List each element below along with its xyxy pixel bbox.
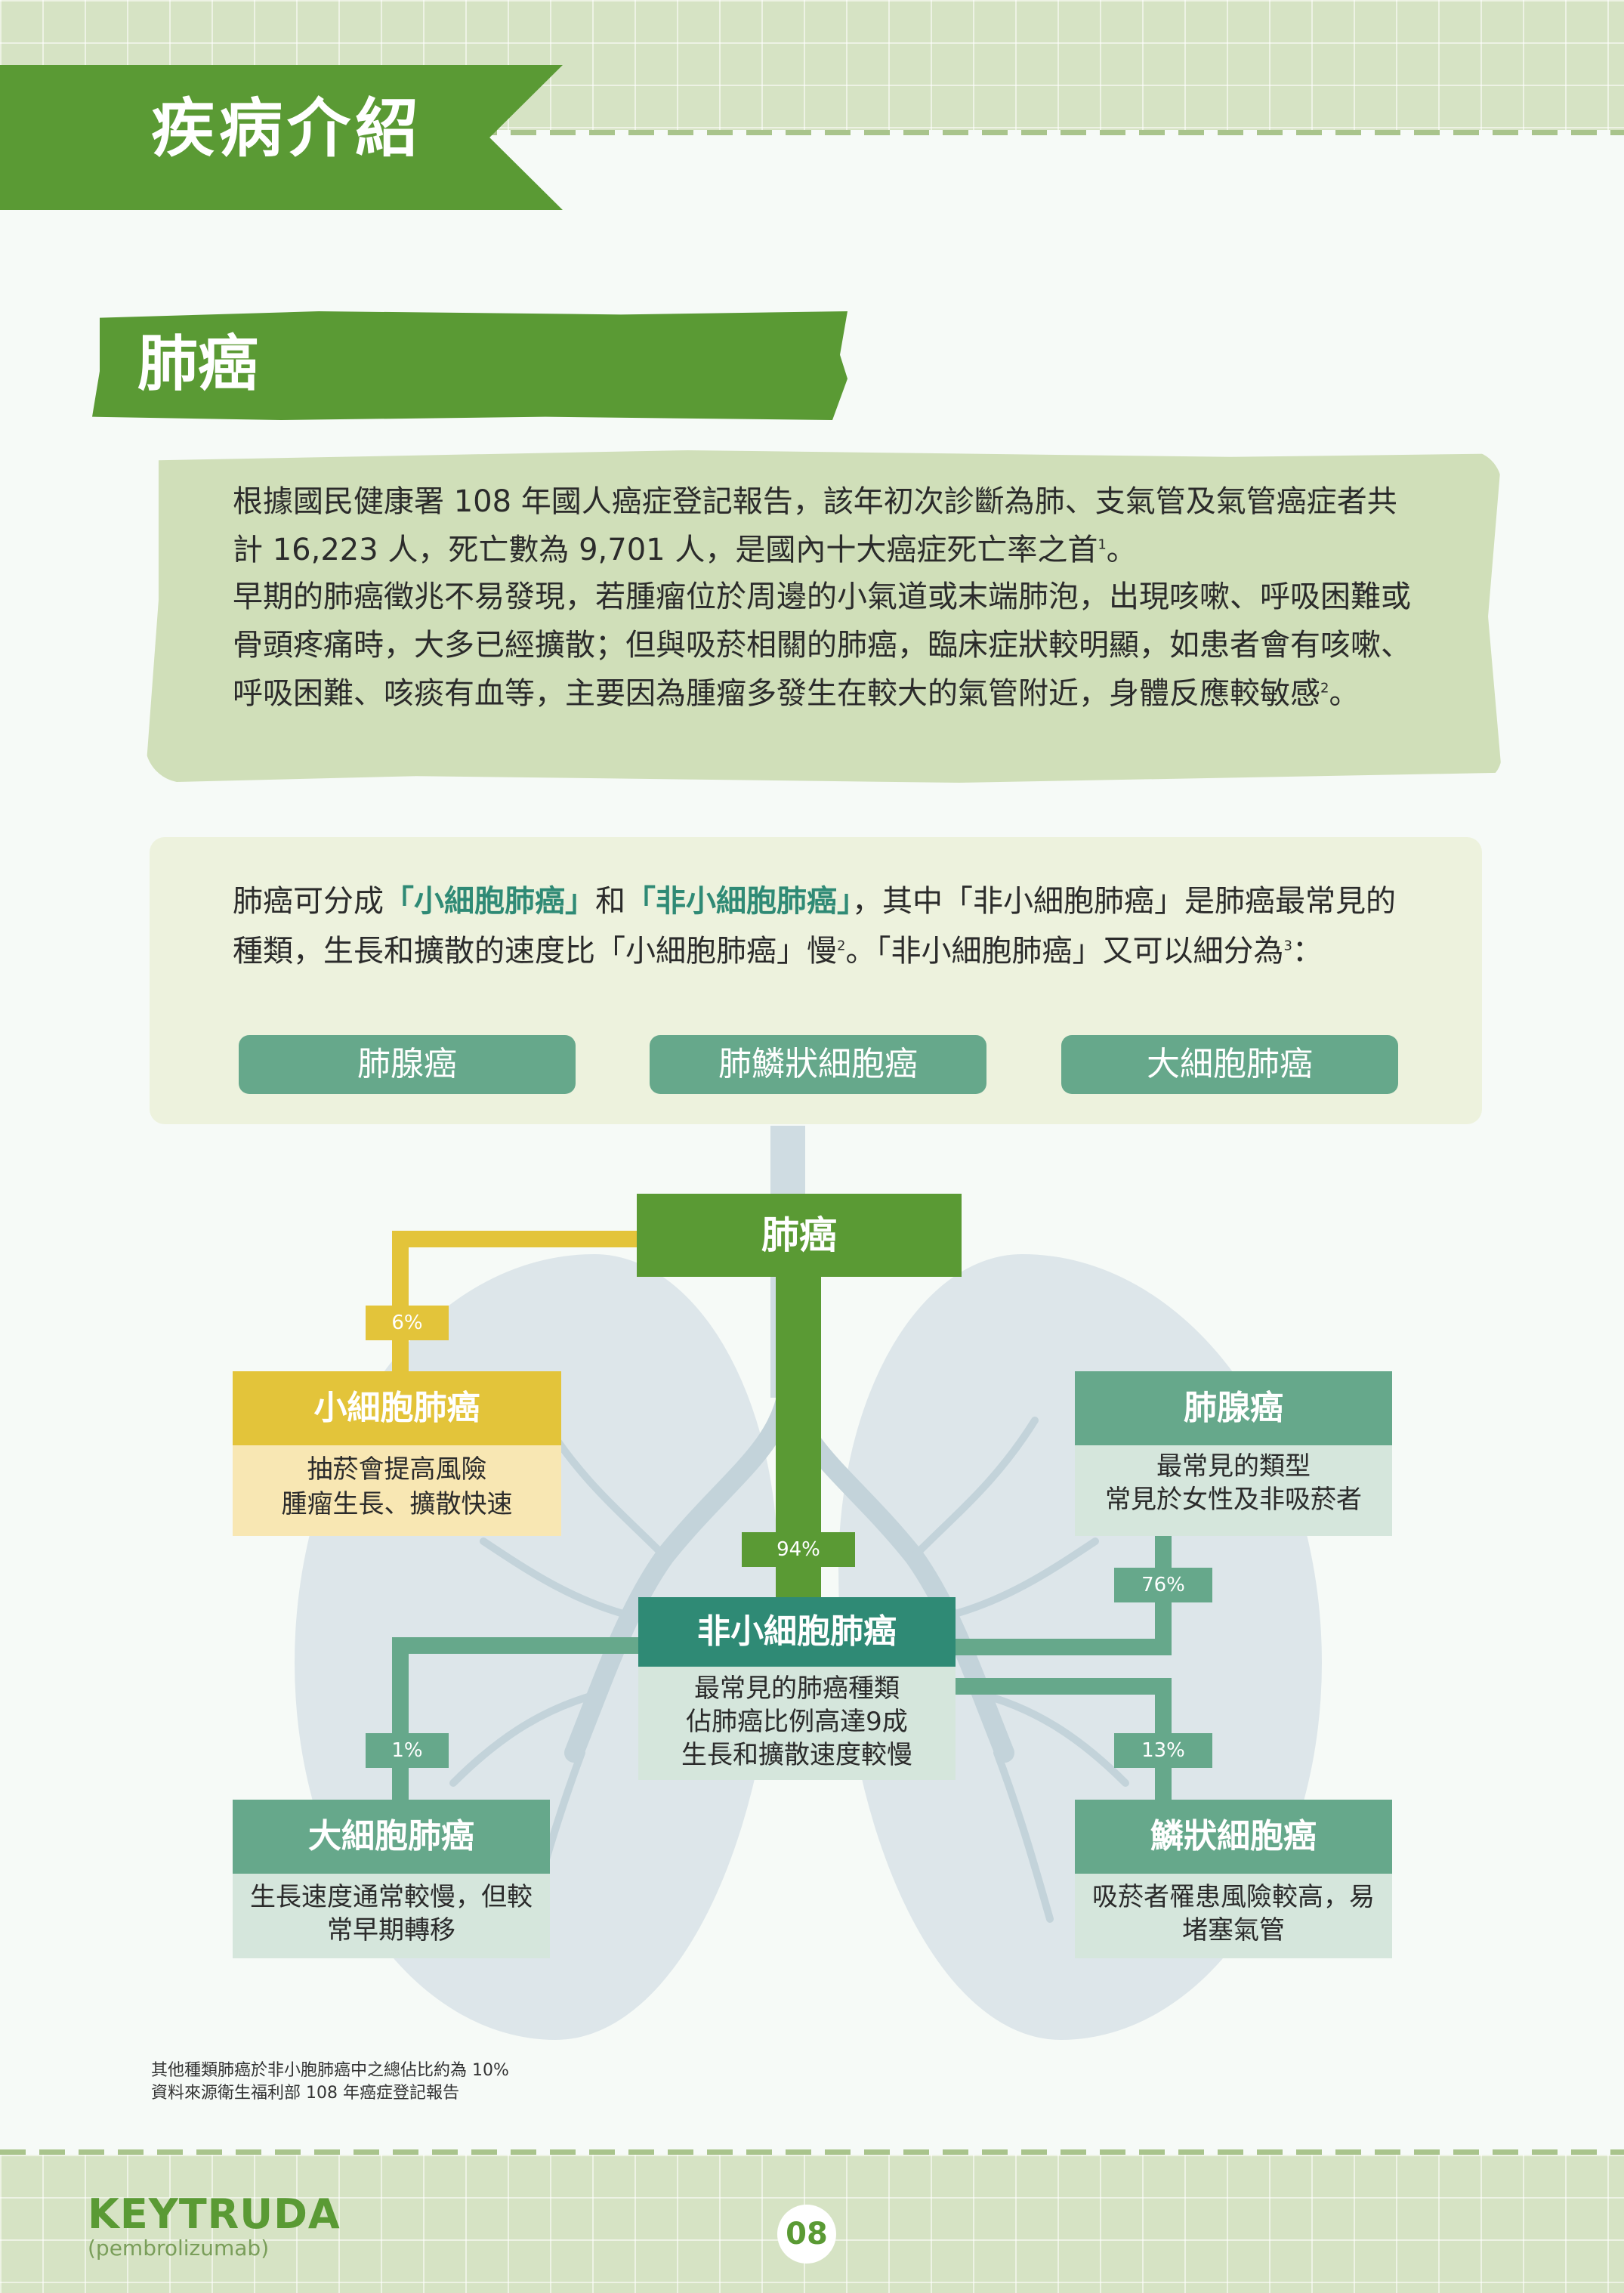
type-pill-large-cell: 大細胞肺癌 xyxy=(1061,1035,1398,1094)
large-cell-desc-line-2: 常早期轉移 xyxy=(327,1915,455,1945)
intro-p1-ref: 1 xyxy=(1098,536,1107,553)
type-pill-squamous: 肺鱗狀細胞癌 xyxy=(650,1035,986,1094)
nsclc-desc-line-1: 最常見的肺癌種類 xyxy=(694,1673,900,1704)
footnote-2: 資料來源衛生福利部 108 年癌症登記報告 xyxy=(151,2084,459,2103)
adeno-percentage: 76% xyxy=(1114,1568,1212,1602)
types-paragraph: 肺癌可分成「小細胞肺癌」和「非小細胞肺癌」，其中「非小細胞肺癌」是肺癌最常見的種… xyxy=(233,876,1411,976)
sclc-desc-line-2: 腫瘤生長、擴散快速 xyxy=(281,1489,513,1519)
header-banner xyxy=(0,65,563,210)
adeno-desc-line-2: 常見於女性及非吸菸者 xyxy=(1105,1485,1362,1515)
type-pill-adenocarcinoma: 肺腺癌 xyxy=(239,1035,576,1094)
types-text-a: 肺癌可分成 xyxy=(233,884,384,919)
squamous-title: 鱗狀細胞癌 xyxy=(1075,1800,1392,1874)
sclc-percentage: 6% xyxy=(366,1306,449,1340)
intro-p2-text: 早期的肺癌徵兆不易發現，若腫瘤位於周邊的小氣道或末端肺泡，出現咳嗽、呼吸困難或骨… xyxy=(233,579,1411,711)
types-text-c: ，其中「非小細胞肺癌」是肺癌最常見的種類，生長和擴散的速度比「小細胞肺癌」慢 xyxy=(233,884,1396,969)
intro-paragraph-2: 早期的肺癌徵兆不易發現，若腫瘤位於周邊的小氣道或末端肺泡，出現咳嗽、呼吸困難或骨… xyxy=(233,573,1411,718)
intro-p2-end: 。 xyxy=(1329,676,1360,711)
types-ref-1: 2 xyxy=(837,938,846,954)
bottom-dash-line xyxy=(0,2149,1624,2155)
header-title: 疾病介紹 xyxy=(151,91,424,165)
nsclc-desc-line-3: 生長和擴散速度較慢 xyxy=(681,1740,912,1770)
squamous-percentage: 13% xyxy=(1114,1733,1212,1768)
types-text-b: 和 xyxy=(595,884,625,919)
types-ref-2: 3 xyxy=(1283,938,1292,954)
large-cell-title: 大細胞肺癌 xyxy=(233,1800,550,1874)
nsclc-percentage: 94% xyxy=(742,1532,855,1567)
intro-p1-text: 根據國民健康署 108 年國人癌症登記報告，該年初次診斷為肺、支氣管及氣管癌症者… xyxy=(233,484,1397,567)
page-number: 08 xyxy=(777,2205,836,2264)
large-cell-desc-line-1: 生長速度通常較慢，但較 xyxy=(250,1882,533,1912)
adeno-desc-line-1: 最常見的類型 xyxy=(1156,1451,1311,1482)
sclc-title: 小細胞肺癌 xyxy=(233,1371,561,1445)
types-highlight-nsclc: 「非小細胞肺癌」 xyxy=(625,884,852,919)
top-dash-line xyxy=(0,130,1624,135)
types-text-d: 。「非小細胞肺癌」又可以細分為 xyxy=(845,934,1284,969)
types-text-e: ： xyxy=(1292,934,1323,969)
footnote-1: 其他種類肺癌於非小胞肺癌中之總佔比約為 10% xyxy=(151,2061,509,2080)
adeno-desc-box xyxy=(1075,1445,1392,1536)
brand-subtitle: (pembrolizumab) xyxy=(88,2236,270,2261)
large-cell-percentage: 1% xyxy=(366,1733,449,1768)
large-cell-desc-box xyxy=(233,1874,550,1958)
nsclc-title: 非小細胞肺癌 xyxy=(638,1597,956,1667)
intro-box xyxy=(145,450,1502,783)
intro-p1-end: 。 xyxy=(1106,533,1137,567)
sclc-desc-line-1: 抽菸會提高風險 xyxy=(307,1454,487,1485)
squamous-desc-box xyxy=(1075,1874,1392,1958)
sclc-desc-box xyxy=(233,1445,561,1536)
adeno-title: 肺腺癌 xyxy=(1075,1371,1392,1445)
types-highlight-sclc: 「小細胞肺癌」 xyxy=(384,884,595,919)
brand-logo: KEYTRUDA xyxy=(88,2190,341,2238)
nsclc-desc-box xyxy=(638,1667,956,1780)
section-title: 肺癌 xyxy=(137,329,258,399)
section-banner xyxy=(92,311,848,420)
intro-paragraph-1: 根據國民健康署 108 年國人癌症登記報告，該年初次診斷為肺、支氣管及氣管癌症者… xyxy=(233,477,1411,574)
squamous-desc-line-1: 吸菸者罹患風險較高，易 xyxy=(1092,1882,1375,1912)
root-node-lung-cancer: 肺癌 xyxy=(637,1194,962,1277)
intro-p2-ref: 2 xyxy=(1320,680,1329,697)
nsclc-desc-line-2: 佔肺癌比例高達9成 xyxy=(686,1707,908,1737)
squamous-desc-line-2: 堵塞氣管 xyxy=(1182,1915,1285,1945)
